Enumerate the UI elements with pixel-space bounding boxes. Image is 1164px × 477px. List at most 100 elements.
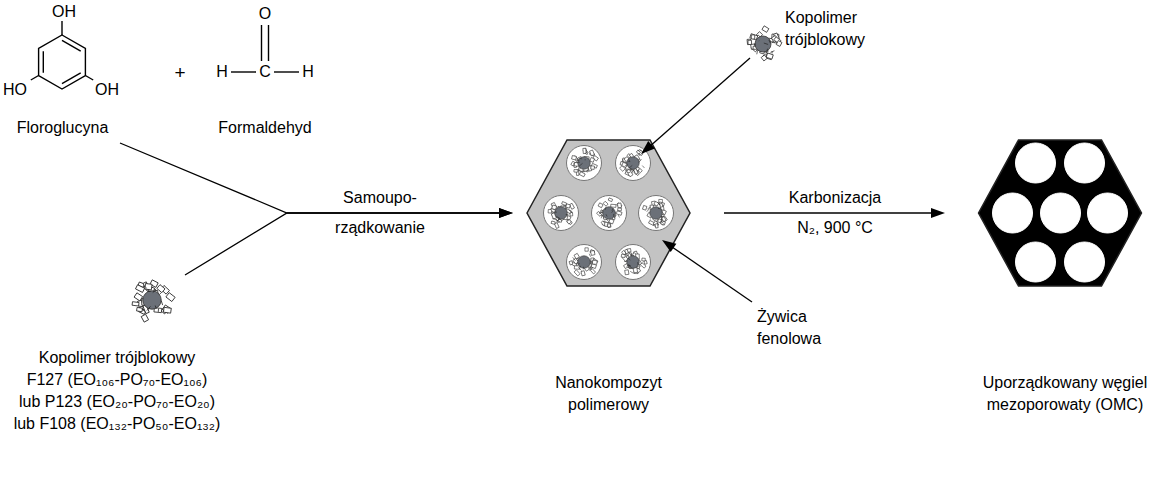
arrow-head: [931, 208, 945, 218]
polymer-chain: [573, 257, 576, 260]
polymer-chain: [629, 265, 632, 268]
micelle-icon: [571, 148, 599, 177]
polymer-chain: [155, 306, 156, 309]
micelle-icon: [548, 202, 574, 229]
polymer-chain: [624, 261, 627, 262]
polymer-chain: [157, 285, 165, 293]
polymer-chain: [643, 205, 647, 210]
polymer-chain: [612, 208, 613, 211]
polymer-chain: [631, 254, 633, 255]
polymer-chain: [578, 267, 581, 270]
polymer-chain: [631, 255, 634, 256]
polymer-chain: [751, 35, 754, 39]
edge-label: Samoupo- rządkowanie: [330, 183, 430, 243]
polymer-chain: [598, 203, 603, 208]
polymer-chain: [555, 211, 557, 212]
polymer-chain: [577, 159, 579, 161]
pore: [616, 245, 651, 280]
polymer-chain: [584, 148, 588, 153]
polymer-chain: [158, 309, 159, 312]
polymer-chain: [655, 224, 658, 228]
polymer-chain: [647, 209, 650, 212]
polymer-chain: [579, 172, 585, 177]
polymer-chain: [629, 165, 632, 168]
arrow-head: [641, 141, 655, 154]
pore: [1016, 143, 1056, 183]
pore: [1016, 242, 1056, 282]
polymer-chain: [569, 261, 573, 265]
polymer-chain: [578, 263, 580, 265]
polymer-chain: [661, 208, 663, 209]
polymer-chain: [557, 216, 560, 218]
micelle-icon: [569, 248, 598, 276]
polymer-chain: [603, 201, 608, 206]
polymer-chain: [761, 55, 767, 61]
polymer-chain: [747, 39, 751, 45]
edge-label: Karbonizacja N₂, 900 °C: [779, 183, 891, 243]
polymer-chain: [574, 253, 579, 259]
node-text: F127 (EO₁₀₆-PO₇₀-EO₁₀₆): [0, 369, 234, 391]
polymer-chain: [147, 291, 151, 292]
double-bond: [62, 73, 81, 84]
pore: [639, 196, 674, 231]
atom-label: H: [216, 61, 228, 83]
polymer-chain: [617, 203, 621, 208]
arrow-head: [499, 208, 513, 218]
polymer-chain: [577, 162, 580, 163]
polymer-chain: [574, 266, 580, 269]
micelle-icon: [747, 26, 782, 61]
polymer-chain: [608, 223, 611, 228]
polymer-chain: [650, 218, 651, 220]
polymer-chain: [145, 284, 152, 290]
process-arrow: [120, 143, 513, 218]
polymer-chain: [607, 224, 611, 228]
micelle-core: [627, 157, 639, 169]
polymer-chain: [661, 221, 664, 224]
polymer-chain: [660, 216, 663, 218]
polymer-chain: [630, 271, 633, 273]
polymer-chain: [574, 170, 578, 173]
polymer-chain: [597, 211, 602, 216]
callout-label: Kopolimer trójblokowy: [785, 7, 885, 51]
pore: [592, 196, 627, 231]
polymer-chain: [618, 215, 619, 218]
polymer-chain: [639, 159, 641, 162]
polymer-chain: [589, 254, 590, 257]
node-text: Uporządkowany węgiel mezoporowaty (OMC): [965, 372, 1164, 416]
polymer-chain: [591, 166, 595, 170]
pore: [567, 245, 602, 280]
polymer-chain: [592, 259, 598, 264]
polymer-chain: [566, 204, 571, 208]
arrow-line: [724, 212, 935, 213]
polymer-chain: [562, 202, 567, 206]
polymer-chain: [556, 219, 557, 221]
polymer-chain: [557, 220, 559, 222]
polymer-chain: [662, 217, 666, 222]
structure-node: Kopolimer trójblokowyF127 (EO₁₀₆-PO₇₀-EO…: [0, 275, 234, 439]
polymer-chain: [764, 43, 768, 44]
benzene-ring: [39, 35, 86, 89]
micelle-core: [650, 207, 662, 219]
polymer-chain: [648, 207, 651, 209]
polymer-chain: [146, 287, 147, 288]
atom-label: OH: [95, 79, 119, 101]
bond: [85, 76, 93, 81]
polymer-chain: [758, 40, 759, 41]
polymer-chain: [642, 166, 644, 168]
polymer-chain: [606, 214, 607, 216]
micelle-core: [603, 207, 615, 219]
atom-label: O: [259, 3, 271, 25]
polymer-chain: [613, 214, 614, 217]
pore: [993, 193, 1033, 233]
polymer-chain: [166, 293, 175, 302]
micelle-icon: [643, 199, 668, 228]
node-text: Nanokompozyt polimerowy: [539, 372, 679, 416]
bond: [31, 76, 39, 81]
polymer-chain: [590, 265, 592, 267]
composite-hexagon: [527, 140, 690, 286]
double-bond: [268, 25, 269, 61]
polymer-chain: [147, 306, 151, 310]
polymer-chain: [629, 159, 630, 162]
polymer-chain: [605, 207, 607, 210]
polymer-chain: [137, 307, 143, 311]
